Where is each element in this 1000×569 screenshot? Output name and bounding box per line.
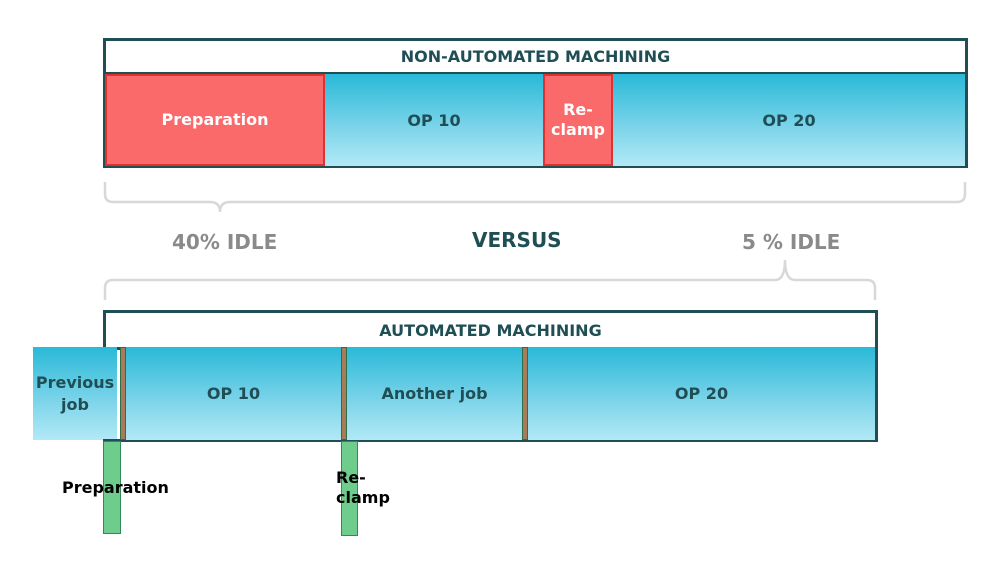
top-op20-label: OP 20 [762,110,816,130]
automated-title: AUTOMATED MACHINING [103,310,878,350]
top-reclamp-label-line2: clamp [551,120,605,139]
top-reclamp-segment: Re- clamp [543,74,613,166]
left-idle-label: 40% IDLE [172,230,278,254]
separator-reclamp [341,347,347,440]
versus-label: VERSUS [472,228,562,252]
automated-title-text: AUTOMATED MACHINING [379,320,602,340]
separator-op20 [522,347,528,440]
reclamp-callout-label: Re- clamp [336,468,390,508]
previous-job-label-line1: Previous [35,372,115,392]
top-preparation-label: Preparation [161,110,269,129]
top-reclamp-label-line1: Re- [563,100,593,119]
bottom-op10-segment: OP 10 [126,347,341,440]
bottom-op10-label: OP 10 [206,384,261,403]
top-op20-segment: OP 20 [613,74,965,166]
preparation-callout-label: Preparation [62,478,169,497]
automated-bar-frame [103,347,878,442]
right-idle-label: 5 % IDLE [742,230,841,254]
preparation-callout-bar [103,441,121,534]
top-op10-label: OP 10 [407,110,461,130]
reclamp-callout-label-line1: Re- [336,468,366,487]
bottom-op20-segment: OP 20 [528,347,875,440]
non-automated-title: NON-AUTOMATED MACHINING [103,38,968,75]
separator-preparation [120,347,126,440]
non-automated-title-text: NON-AUTOMATED MACHINING [400,47,671,66]
previous-job-segment: Previous job [33,347,117,440]
bottom-op20-label: OP 20 [674,384,729,403]
another-job-label: Another job [381,384,488,403]
top-op10-segment: OP 10 [325,74,543,166]
top-preparation-segment: Preparation [105,74,325,166]
reclamp-callout-bar [341,441,358,536]
another-job-segment: Another job [347,347,522,440]
reclamp-callout-label-line2: clamp [336,488,390,507]
non-automated-bar [103,72,968,168]
previous-job-label-line2: job [61,394,89,414]
